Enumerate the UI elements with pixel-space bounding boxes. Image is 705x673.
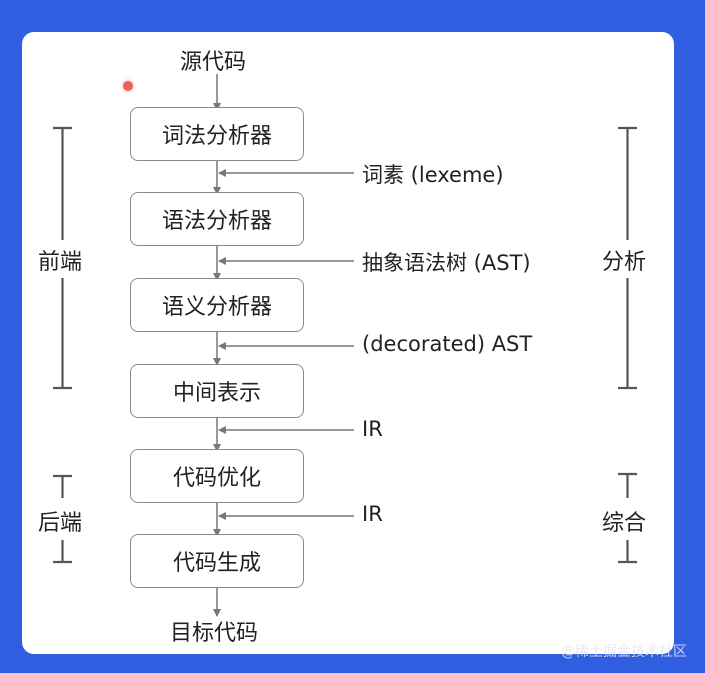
- stage-code-generator: 代码生成: [130, 534, 304, 588]
- annotation-ast: 抽象语法树 (AST): [362, 251, 531, 275]
- frontend-label: 前端: [38, 250, 83, 275]
- frontend-bracket: [53, 126, 72, 390]
- diagram-card: 源代码 词法分析器 语法分析器 语义分析器 中间表示 代码优化 代码生成 目标代…: [22, 32, 674, 654]
- cursor-marker: [123, 81, 133, 91]
- synthesis-label: 综合: [602, 511, 647, 536]
- watermark: @稀土掘金技术社区: [561, 644, 687, 660]
- annotation-decorated-ast: (decorated) AST: [362, 332, 533, 356]
- target-code-label: 目标代码: [170, 621, 259, 646]
- stage-intermediate-representation: 中间表示: [130, 364, 304, 418]
- analysis-bracket: [618, 126, 637, 390]
- annotation-lexeme: 词素 (lexeme): [362, 163, 504, 187]
- backend-label: 后端: [38, 511, 83, 536]
- annotation-ir-2: IR: [362, 502, 383, 526]
- stage-parser: 语法分析器: [130, 192, 304, 246]
- backend-bracket: [53, 474, 72, 564]
- analysis-label: 分析: [602, 250, 647, 275]
- connector-lines: [53, 74, 637, 617]
- stage-semantic-analyzer: 语义分析器: [130, 278, 304, 332]
- stage-optimizer: 代码优化: [130, 449, 304, 503]
- stage-lexer: 词法分析器: [130, 107, 304, 161]
- annotation-ir-1: IR: [362, 417, 383, 441]
- source-code-label: 源代码: [180, 50, 247, 75]
- synthesis-bracket: [618, 472, 637, 564]
